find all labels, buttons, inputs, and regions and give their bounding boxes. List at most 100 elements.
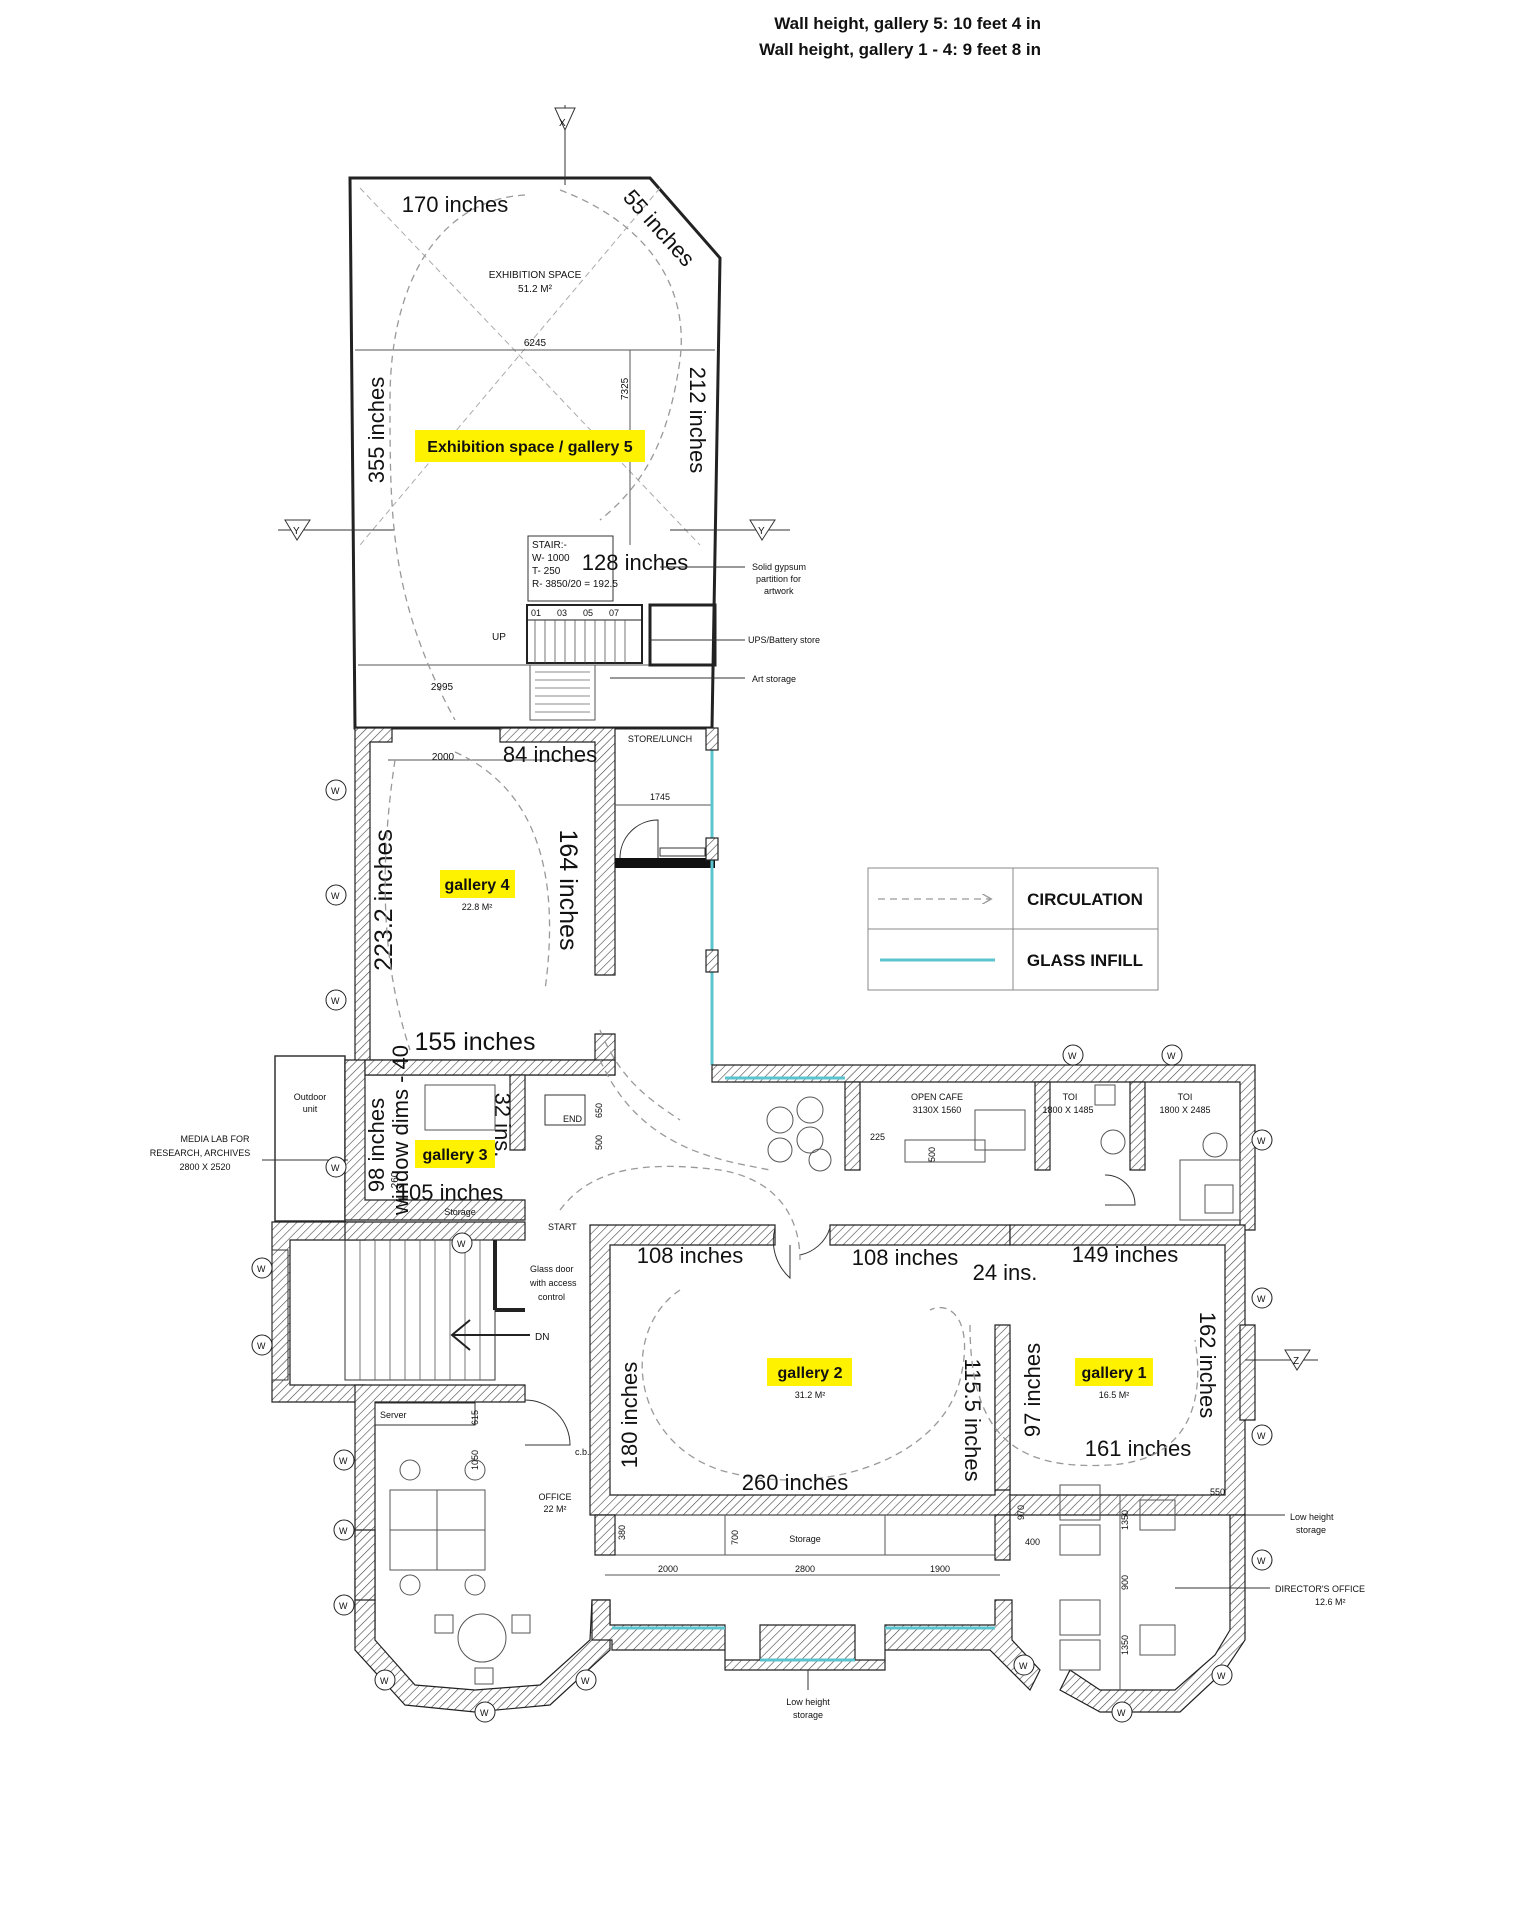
stair-steps-top: 01 03 05 07	[526, 604, 643, 664]
dim-400: 400	[1025, 1537, 1040, 1547]
office-desks	[389, 1459, 486, 1596]
svg-text:W: W	[339, 1601, 348, 1611]
bottom-left-bay	[354, 1599, 611, 1713]
label-start: START	[548, 1222, 577, 1232]
label-gallery-4: gallery 4	[445, 877, 510, 894]
media-lab-1: MEDIA LAB FOR	[180, 1134, 250, 1144]
svg-text:01: 01	[531, 608, 541, 618]
office-walls	[354, 1384, 526, 1631]
dim-1900-b: 1900	[930, 1564, 950, 1574]
svg-text:Y: Y	[293, 526, 300, 537]
room-name-director: DIRECTOR'S OFFICE	[1275, 1584, 1365, 1594]
gallery-5-walls	[348, 176, 722, 730]
dim-g2-top-right: 108 inches	[852, 1245, 958, 1270]
gallery-2-walls	[589, 1224, 1011, 1516]
dim-g1-top: 149 inches	[1072, 1242, 1178, 1267]
cafe-walls	[711, 1064, 1256, 1231]
dim-7325: 7325	[620, 377, 631, 400]
section-mark-y-right: Y	[670, 519, 790, 541]
stair-note: STAIR:- W- 1000 T- 250 R- 3850/20 = 192.…	[527, 535, 618, 602]
svg-text:W: W	[1117, 1708, 1126, 1718]
wall-height-gallery-1-4: Wall height, gallery 1 - 4: 9 feet 8 in	[759, 40, 1041, 59]
dim-1350b: 1350	[1120, 1635, 1130, 1655]
dim-550: 550	[1210, 1487, 1225, 1497]
door-swing-office	[524, 1399, 571, 1446]
room-size-toi-1: 1800 X 1485	[1042, 1105, 1093, 1115]
legend: CIRCULATION GLASS INFILL	[867, 867, 1159, 991]
circulation-path-g5	[559, 189, 682, 521]
toilet-fixtures	[1094, 1084, 1241, 1221]
svg-text:Z: Z	[1293, 1356, 1299, 1367]
svg-text:W: W	[339, 1456, 348, 1466]
desk-g3	[424, 1084, 496, 1131]
label-gallery-2: gallery 2	[778, 1365, 843, 1382]
svg-text:W: W	[331, 786, 340, 796]
director-office-walls	[1059, 1514, 1246, 1713]
label-up: UP	[492, 632, 506, 643]
area-gallery-4: 22.8 M²	[462, 902, 493, 912]
room-name-toi-2: TOI	[1178, 1092, 1193, 1102]
svg-text:W: W	[1257, 1431, 1266, 1441]
highlight-gallery-2	[767, 1358, 852, 1386]
label-gallery-3: gallery 3	[423, 1147, 488, 1164]
dn-arrow: DN	[450, 1319, 549, 1351]
note-low-height-right-2: storage	[1296, 1525, 1326, 1535]
svg-text:W: W	[331, 891, 340, 901]
svg-text:03: 03	[557, 608, 567, 618]
highlight-gallery-5	[415, 430, 645, 462]
dim-g1-right: 162 inches	[1195, 1312, 1220, 1418]
svg-text:W- 1000: W- 1000	[532, 553, 570, 564]
stair-steps-main	[344, 1239, 525, 1381]
svg-text:Y: Y	[758, 526, 765, 537]
dim-g1-bottom: 161 inches	[1085, 1436, 1191, 1461]
svg-text:W: W	[457, 1239, 466, 1249]
dim-615: 615	[470, 1410, 480, 1425]
note-partition-3: artwork	[764, 586, 794, 596]
svg-text:W: W	[1217, 1671, 1226, 1681]
stair-hall-walls	[271, 1221, 526, 1403]
dim-g5-right: 212 inches	[685, 367, 710, 473]
label-end: END	[563, 1114, 583, 1124]
dim-g3-window: window dims - 40	[388, 1045, 413, 1216]
dim-g5-left: 355 inches	[364, 377, 389, 483]
dim-g2-left: 180 inches	[617, 1362, 642, 1468]
office-round-table	[434, 1613, 531, 1685]
room-area-exhibition: 51.2 M²	[518, 284, 553, 295]
door-leaf	[659, 847, 706, 857]
label-gallery-5: Exhibition space / gallery 5	[427, 439, 633, 456]
svg-text:07: 07	[609, 608, 619, 618]
window-marks-office: W W W W W W	[333, 1449, 597, 1723]
room-name-cafe: OPEN CAFE	[911, 1092, 963, 1102]
dim-6245: 6245	[524, 338, 547, 349]
dim-1350a: 1350	[1120, 1510, 1130, 1530]
section-mark-y-left: Y	[278, 519, 395, 541]
note-low-height-bottom-2: storage	[793, 1710, 823, 1720]
gallery-3-walls	[274, 1055, 616, 1222]
circulation-path-g1	[969, 1324, 1199, 1467]
dim-g4-top: 84 inches	[503, 742, 597, 767]
cafe-furniture	[766, 1096, 1026, 1172]
label-cb: c.b.	[575, 1447, 590, 1457]
dim-g5-diag: 55 inches	[618, 185, 700, 272]
dim-g3-105: 105 inches	[397, 1180, 503, 1205]
label-storage-bottom: Storage	[789, 1534, 821, 1544]
window-marks-g4: W W W	[325, 779, 347, 1011]
svg-text:X: X	[559, 118, 566, 129]
circulation-path-g2	[641, 1289, 966, 1481]
window-mark-g3: W	[325, 1156, 347, 1178]
room-name-office: OFFICE	[539, 1492, 572, 1502]
dim-g4-bottom: 155 inches	[415, 1028, 536, 1056]
circulation-start	[559, 1165, 801, 1261]
note-low-height-bottom-1: Low height	[786, 1697, 830, 1707]
svg-text:W: W	[257, 1341, 266, 1351]
furniture-g3	[544, 1094, 586, 1126]
svg-text:W: W	[331, 996, 340, 1006]
window-marks-director: W W W W	[1013, 1549, 1273, 1723]
svg-text:W: W	[1257, 1294, 1266, 1304]
note-low-height-right-1: Low height	[1290, 1512, 1334, 1522]
legend-circulation-label: CIRCULATION	[1027, 890, 1143, 909]
svg-text:W: W	[1257, 1556, 1266, 1566]
window-marks-cafe: W W W	[1062, 1044, 1273, 1151]
svg-text:W: W	[380, 1676, 389, 1686]
svg-text:DN: DN	[535, 1332, 549, 1343]
